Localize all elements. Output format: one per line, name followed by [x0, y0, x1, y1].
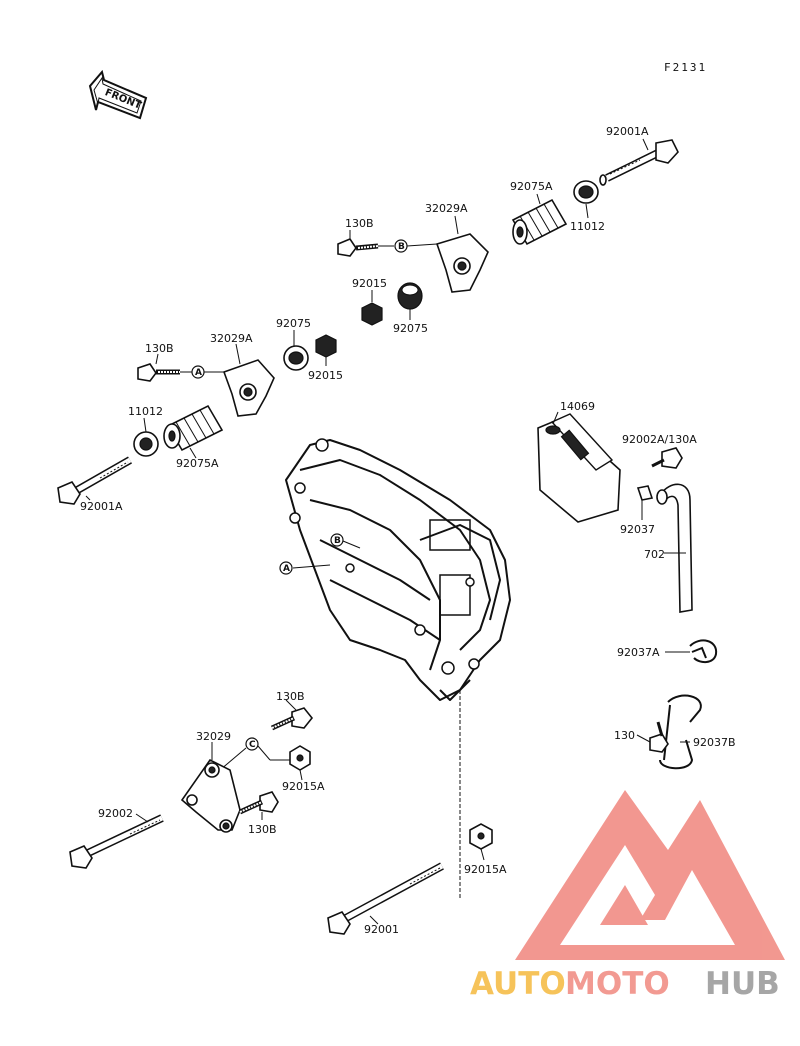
rubber-92075-left-icon — [283, 345, 309, 371]
clamp-92037a-icon — [689, 639, 718, 664]
bolt-130-icon — [649, 721, 669, 753]
label-130b-left: 130B — [145, 342, 174, 355]
svg-text:C: C — [249, 740, 256, 750]
front-arrow-icon: FRONT — [88, 69, 148, 120]
svg-text:A: A — [195, 368, 202, 378]
label-130b-bottom: 130B — [248, 823, 277, 836]
motorcycle-frame-icon — [285, 438, 511, 701]
bolt-92002a-130a-icon — [651, 447, 683, 469]
label-92001a-top: 92001A — [606, 125, 649, 138]
label-92001a-left: 92001A — [80, 500, 123, 513]
label-92015-left: 92015 — [308, 369, 343, 382]
ref-marker-a-frame: A — [279, 561, 293, 575]
label-14069: 14069 — [560, 400, 595, 413]
washer-11012-top-icon — [573, 180, 599, 204]
label-92015-mid: 92015 — [352, 277, 387, 290]
label-92075-right: 92075 — [393, 322, 428, 335]
bolt-130b-top-icon — [337, 238, 379, 257]
label-130: 130 — [614, 729, 635, 742]
ref-marker-b-top: B — [394, 239, 408, 253]
label-92075-left: 92075 — [276, 317, 311, 330]
watermark-text-moto: MOTO — [565, 966, 670, 1002]
label-92002a-130a: 92002A/130A — [622, 433, 697, 446]
bolt-130b-bottom-top-icon — [270, 707, 314, 731]
automotohub-logo-icon — [515, 790, 785, 960]
label-92015a-mid: 92015A — [282, 780, 325, 793]
nut-92015a-bottom-icon — [469, 823, 493, 850]
watermark-text-auto: AUTO — [470, 966, 566, 1002]
ref-marker-a-left: A — [191, 365, 205, 379]
label-32029: 32029 — [196, 730, 231, 743]
label-702: 702 — [644, 548, 665, 561]
label-92037b: 92037B — [693, 736, 736, 749]
bracket-32029-icon — [180, 758, 241, 833]
reservoir-14069-icon — [537, 413, 621, 523]
svg-text:B: B — [334, 536, 341, 546]
label-92037a: 92037A — [617, 646, 660, 659]
label-92002: 92002 — [98, 807, 133, 820]
nut-92015a-mid-icon — [289, 745, 311, 771]
ref-marker-c: C — [245, 737, 259, 751]
label-92037: 92037 — [620, 523, 655, 536]
svg-text:A: A — [283, 564, 290, 574]
bolt-92001a-left-icon — [57, 456, 132, 505]
nut-92015-left-icon — [315, 334, 337, 358]
label-11012-left: 11012 — [128, 405, 163, 418]
bolt-130b-left-icon — [137, 363, 180, 382]
hose-702-icon — [656, 483, 693, 613]
bolt-92001a-top-icon — [599, 139, 679, 186]
bushing-92075a-top-icon — [511, 198, 568, 246]
label-92075a-left: 92075A — [176, 457, 219, 470]
label-130b-top: 130B — [345, 217, 374, 230]
washer-11012-left-icon — [133, 431, 159, 457]
ref-marker-b-frame: B — [330, 533, 344, 547]
clamp-92037b-icon — [659, 694, 702, 770]
bracket-32029a-top-icon — [435, 233, 489, 293]
watermark-text-hub: HUB — [705, 966, 780, 1002]
bolt-92002-icon — [69, 814, 164, 869]
bolt-130b-bottom-icon — [238, 791, 279, 815]
svg-text:B: B — [398, 242, 405, 252]
label-92001: 92001 — [364, 923, 399, 936]
label-11012-top: 11012 — [570, 220, 605, 233]
label-92015a-bottom: 92015A — [464, 863, 507, 876]
nut-92015-mid-icon — [361, 302, 383, 326]
label-32029a-top: 32029A — [425, 202, 468, 215]
bushing-92075a-left-icon — [163, 404, 224, 452]
rubber-92075-right-icon — [397, 282, 423, 310]
bolt-92001-icon — [327, 862, 444, 935]
clamp-92037-icon — [636, 485, 654, 501]
bracket-32029a-left-icon — [222, 359, 275, 417]
label-130b-bottom-top: 130B — [276, 690, 305, 703]
figure-id: F2131 — [664, 61, 707, 74]
label-92075a-top: 92075A — [510, 180, 553, 193]
label-32029a-left: 32029A — [210, 332, 253, 345]
